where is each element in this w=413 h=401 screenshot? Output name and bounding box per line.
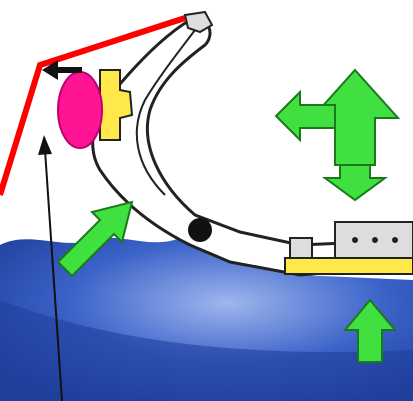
black-ball xyxy=(188,218,212,242)
slide-plate xyxy=(284,257,413,275)
black-short-arrow xyxy=(42,60,82,80)
slide-bolt xyxy=(289,237,313,259)
water-shadow xyxy=(0,300,413,401)
hinge-cap xyxy=(183,10,214,34)
green-left-arrow xyxy=(274,89,336,143)
green-down-arrow xyxy=(321,164,389,202)
green-diagonal-arrow xyxy=(56,200,134,278)
black-leader-arrow xyxy=(38,135,63,401)
green-bottom-up-arrow xyxy=(342,298,398,363)
red-outline-path xyxy=(0,15,186,196)
hinge-arm-inner xyxy=(135,29,196,196)
magenta-pad xyxy=(57,71,103,149)
yellow-bracket xyxy=(99,69,134,141)
